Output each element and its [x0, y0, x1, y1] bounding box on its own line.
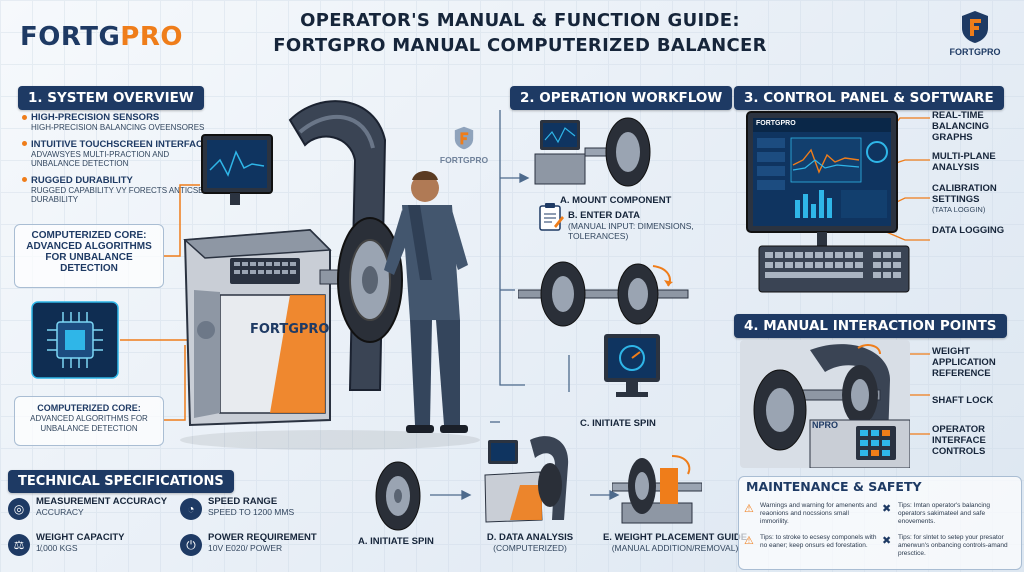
screen-brand: FORTGPRO — [756, 120, 796, 127]
wheel-shaft-illustration — [518, 261, 689, 327]
chip-icon — [31, 301, 119, 379]
shield-logo-icon — [962, 11, 988, 43]
spec-item: ⏻ POWER REQUIREMENT 10V E020/ POWER — [180, 532, 348, 556]
section-control-panel: 3. CONTROL PANEL & SOFTWARE — [734, 86, 1004, 110]
interaction-points: WEIGHT APPLICATION REFERENCE SHAFT LOCK … — [932, 346, 1020, 457]
machine-brand: FORTGPRO — [250, 322, 330, 337]
section-operation-workflow: 2. OPERATION WORKFLOW — [510, 86, 733, 110]
spec-item: ⚖ WEIGHT CAPACITY 1̸,000 Kgs — [8, 532, 178, 556]
section-system-overview: 1. SYSTEM OVERVIEW — [18, 86, 204, 110]
step-weight-placement: E. WEIGHT PLACEMENT GUIDE (MANUAL ADDITI… — [602, 532, 748, 553]
warning-icon: ⚠ — [744, 535, 754, 547]
core-callout-top: COMPUTERIZED CORE: ADVANCED ALGORITHMS F… — [14, 224, 164, 288]
section-manual-interaction: 4. MANUAL INTERACTION POINTS — [734, 314, 1007, 338]
overview-item: INTUITIVE TOUCHSCREEN INTERFACE ADVAWSYE… — [22, 139, 210, 169]
overview-list: HIGH-PRECISION SENSORS HIGH-PRECISION BA… — [22, 112, 210, 205]
step-data-analysis: D. DATA ANALYSIS (COMPUTERIZED) — [486, 532, 574, 553]
gauge-icon: ◔ — [180, 498, 202, 520]
tools-icon: ✖ — [882, 535, 892, 547]
specs-grid: ◎ MEASUREMENT ACCURACY ACCURACY ◔ SPEED … — [8, 496, 348, 568]
weight-icon: ⚖ — [8, 534, 30, 556]
overview-item: RUGGED DURABILITY RUGGED CAPABILITY VY F… — [22, 175, 210, 205]
bullet-icon — [22, 141, 27, 147]
tip-item: ⚠ Warnings and warning for amenents and … — [744, 502, 877, 525]
tools-icon: ✖ — [882, 503, 892, 515]
maintenance-panel — [738, 476, 1022, 570]
control-features: REAL-TIME BALANCING GRAPHS MULTI-PLANE A… — [932, 110, 1020, 236]
maintenance-tips: ⚠ Warnings and warning for amenents and … — [744, 502, 1016, 566]
tip-item: ✖ Tips: Imtan operator's balancing opera… — [882, 502, 991, 525]
point-weight-application: WEIGHT APPLICATION REFERENCE — [932, 346, 996, 379]
logo-right: FORTGPRO — [940, 10, 1010, 57]
feature-data-logging: DATA LOGGING — [932, 225, 1005, 236]
bullet-icon — [22, 177, 27, 183]
balancer-machine-illustration — [180, 100, 480, 450]
target-icon: ◎ — [8, 498, 30, 520]
page-title: OPERATOR'S MANUAL & FUNCTION GUIDE: FORT… — [273, 10, 767, 56]
power-icon: ⏻ — [180, 534, 202, 556]
feature-calibration: CALIBRATION SETTINGS — [932, 183, 997, 205]
step-mount: A. MOUNT COMPONENT — [560, 195, 672, 206]
interaction-points-illustration — [740, 340, 910, 468]
tip-item: ⚠ Tips: to stroke to ecsesy componels wi… — [744, 534, 877, 549]
spec-item: ◔ SPEED RANGE SPEED to 1200 mms — [180, 496, 348, 520]
tip-item: ✖ Tips: for slntet to setep your presato… — [882, 534, 1008, 557]
mount-component-illustration — [534, 117, 651, 187]
step-enter-data: B. ENTER DATA (MANUAL INPUT: DIMENSIONS,… — [568, 210, 694, 241]
spin-monitor-illustration — [604, 334, 660, 397]
section-maintenance: MAINTENANCE & SAFETY — [746, 479, 922, 494]
warning-icon: ⚠ — [744, 503, 754, 515]
shield-logo-icon — [454, 126, 474, 150]
point-shaft-lock: SHAFT LOCK — [932, 395, 994, 406]
tire-illustration — [375, 461, 421, 531]
spec-item: ◎ MEASUREMENT ACCURACY ACCURACY — [8, 496, 178, 520]
core-callout-bottom: COMPUTERIZED CORE: ADVANCED ALGORITHMS F… — [14, 396, 164, 446]
bullet-icon — [22, 114, 27, 120]
clipboard-icon — [539, 203, 564, 231]
data-analysis-machine-illustration — [484, 436, 569, 523]
step-initiate-spin-c: C. INITIATE SPIN — [580, 418, 656, 429]
control-panel-illustration — [746, 111, 910, 293]
interaction-brand: NPRO — [812, 420, 839, 430]
weight-placement-illustration — [612, 455, 702, 524]
point-operator-controls: OPERATOR INTERFACE CONTROLS — [932, 424, 986, 457]
feature-multi-plane: MULTI-PLANE ANALYSIS — [932, 151, 996, 173]
overview-item: HIGH-PRECISION SENSORS HIGH-PRECISION BA… — [22, 112, 210, 133]
section-technical-specs: TECHNICAL SPECIFICATIONS — [8, 470, 234, 493]
logo-left: FORTGPRO — [20, 22, 183, 52]
wall-logo: FORTGPRO — [434, 126, 494, 165]
step-initiate-spin-a: A. INITIATE SPIN — [358, 536, 434, 547]
feature-realtime-graphs: REAL-TIME BALANCING GRAPHS — [932, 110, 989, 143]
